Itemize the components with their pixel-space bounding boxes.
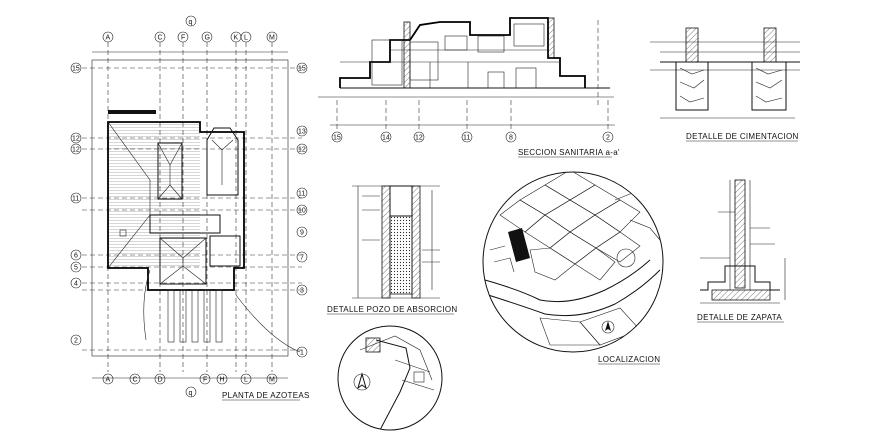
roof-plan-title: PLANTA DE AZOTEAS (222, 391, 310, 400)
axis-label: G (205, 35, 210, 42)
axis-label: 12 (415, 135, 423, 142)
axis-label: 11 (298, 191, 305, 198)
section-title: SECCION SANITARIA a-a' (518, 148, 620, 157)
axis-label: A (106, 377, 111, 384)
foundation-detail: DETALLE DE CIMENTACION (650, 27, 800, 142)
axis-label: A (106, 35, 111, 42)
axis-label: 3 (300, 288, 304, 295)
roof-plan: q q A C F G K L M A C D F H L M 15 12 12… (70, 15, 310, 401)
axis-label: L (244, 377, 248, 384)
axis-label: 12 (298, 147, 306, 154)
axis-label: 11 (463, 135, 470, 142)
axis-label: 8 (509, 135, 513, 142)
axis-label: 13 (298, 129, 306, 136)
axis-label: 15 (333, 135, 341, 142)
axis-label: D (158, 377, 163, 384)
axis-label: C (158, 35, 163, 42)
absorption-well-detail: DETALLE POZO DE ABSORCION (327, 185, 458, 315)
plan-left-axes: 15 12 12 11 6 5 4 2 (70, 62, 82, 346)
axis-label: 5 (74, 265, 78, 272)
absorption-well-title: DETALLE POZO DE ABSORCION (327, 305, 458, 314)
axis-label: 2 (74, 338, 78, 345)
axis-label: 11 (72, 196, 79, 203)
axis-label: 15 (298, 66, 306, 73)
axis-label: K (234, 35, 239, 42)
svg-text:q: q (189, 390, 193, 397)
axis-label: 2 (606, 135, 610, 142)
location-map: LOCALIZACION (482, 171, 664, 365)
plan-right-axes: 15 13 12 11 10 9 7 3 1 (296, 62, 308, 358)
axis-label: F (181, 35, 185, 42)
axis-label: 12 (72, 136, 80, 143)
axis-label: C (133, 377, 138, 384)
footing-detail: DETALLE DE ZAPATA (697, 179, 786, 323)
axis-label: 14 (382, 135, 390, 142)
axis-label: 15 (72, 66, 80, 73)
axis-label: 7 (300, 255, 304, 262)
plan-top-axes: A C F G K L M (102, 31, 278, 43)
foundation-detail-title: DETALLE DE CIMENTACION (686, 132, 799, 141)
axis-label: 9 (300, 230, 304, 237)
axis-label: F (203, 377, 207, 384)
axis-label: H (220, 377, 225, 384)
location-title: LOCALIZACION (598, 355, 660, 364)
axis-label: 4 (74, 281, 78, 288)
footing-detail-title: DETALLE DE ZAPATA (697, 313, 782, 322)
axis-label: 1 (300, 350, 304, 357)
axis-label: M (269, 377, 275, 384)
axis-label: M (269, 35, 275, 42)
axis-label: 12 (72, 147, 80, 154)
axis-label: L (244, 35, 248, 42)
axis-label: 6 (74, 253, 78, 260)
axis-label: 10 (298, 208, 306, 215)
section-axes: 15 14 12 11 8 2 (330, 100, 615, 143)
svg-text:q: q (189, 19, 193, 26)
plan-bottom-axes: A C D F H L M (102, 373, 278, 385)
sanitary-section: 15 14 12 11 8 2 SECCION SANITARIA a-a' (318, 17, 620, 158)
small-location-circle (337, 325, 443, 431)
